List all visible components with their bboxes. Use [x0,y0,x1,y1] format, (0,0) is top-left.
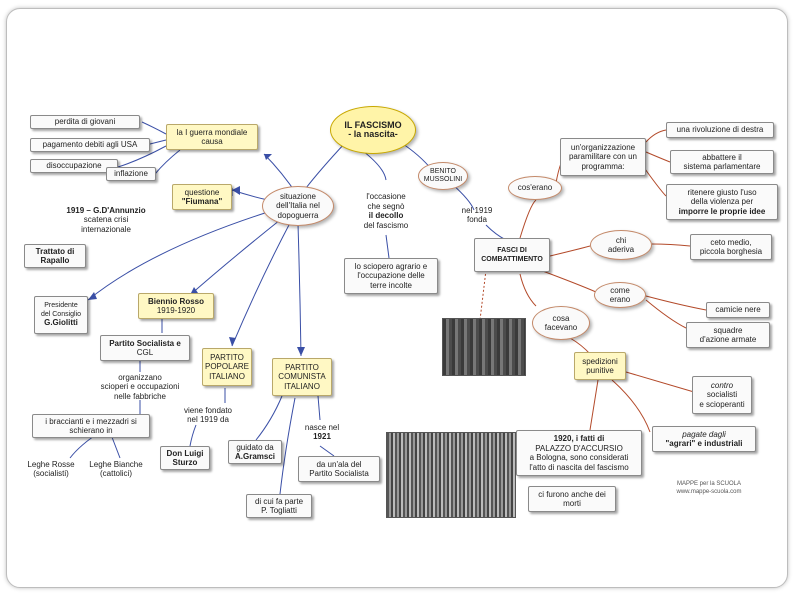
against-socialists: contro socialisti e scioperanti [692,376,752,414]
fiume-question: questione "Fiumana" [172,184,232,210]
cause-unemployment: disoccupazione [30,159,118,173]
togliatti-box: di cui fa parte P. Togliatti [246,494,312,518]
violence-justified: ritenere giusto l'uso della violenza per… [666,184,778,220]
cause-inflation: inflazione [106,167,156,181]
ppi-box: PARTITO POPOLARE ITALIANO [202,348,252,386]
central-topic-subtitle: - la nascita- [348,129,398,139]
punitive-expeditions: spedizioni punitive [574,352,626,380]
organize-strikes: organizzano scioperi e occupazioni nelle… [100,372,180,401]
who-joined-bubble: chi aderiva [590,230,652,260]
pci-born: nasce nel 1921 [304,422,340,442]
gramsci-box: guidato da A.Gramsci [228,440,282,464]
photo-fascist-squad [442,318,526,376]
credit-stamp: MAPPE per la SCUOLA www.mappe-scuola.com [676,481,742,495]
abolish-parliament: abbattere il sistema parlamentare [670,150,774,174]
photo-bologna-crowd [386,432,516,518]
central-topic: IL FASCISMO - la nascita- [330,106,416,154]
central-topic-title: IL FASCISMO [344,119,402,130]
cause-usa-debts: pagamento debiti agli USA [30,138,150,152]
founds-1919: nel 1919 fonda [461,205,493,225]
pci-socialist-wing: da un'ala del Partito Socialista [298,456,380,482]
postwar-situation: situazione dell'Italia nel dopoguerra [262,186,334,226]
agrarian-strike: lo sciopero agrario e l'occupazione dell… [344,258,438,294]
leghe-rosse: Leghe Rosse (socialisti) [27,459,75,479]
giolitti-box: Presidente del Consiglio G.Giolitti [34,296,88,334]
what-were-bubble: cos'erano [508,176,562,200]
first-world-war-box: la I guerra mondiale causa [166,124,258,150]
cause-youth-loss: perdita di giovani [30,115,140,129]
benito-mussolini: BENITO MUSSOLINI [418,162,468,190]
socialist-party-cgl: Partito Socialista e CGL [100,335,190,361]
how-were-bubble: come erano [594,282,646,308]
palazzo-accursio-box: 1920, i fatti di PALAZZO D'ACCURSIO a Bo… [516,430,642,476]
middle-class: ceto medio, piccola borghesia [690,234,772,260]
biennio-rosso: Biennio Rosso 1919-1920 [138,293,214,319]
black-shirts: camicie nere [706,302,770,318]
leghe-bianche: Leghe Bianche (cattolici) [89,459,143,479]
dannunzio-note: 1919 – G.D'Annunzio scatena crisi intern… [66,205,146,234]
don-sturzo: Don Luigi Sturzo [160,446,210,470]
paramilitary-org: un'organizzazione paramilitare con un pr… [560,138,646,176]
what-did-bubble: cosa facevano [532,306,590,340]
occasion-note: l'occasione che segnò il decollo del fas… [363,192,409,230]
fasci-di-combattimento: FASCI DI COMBATTIMENTO [474,238,550,272]
action-squads: squadre d'azione armate [686,322,770,348]
deaths-box: ci furono anche dei morti [528,486,616,512]
braccianti-box: i braccianti e i mezzadri si schierano i… [32,414,150,438]
pci-box: PARTITO COMUNISTA ITALIANO [272,358,332,396]
right-wing-revolution: una rivoluzione di destra [666,122,774,138]
paid-by-landowners: pagate dagli "agrari" e industriali [652,426,756,452]
ppi-founded: viene fondato nel 1919 da [183,405,233,425]
rapallo-treaty: Trattato di Rapallo [24,244,86,268]
